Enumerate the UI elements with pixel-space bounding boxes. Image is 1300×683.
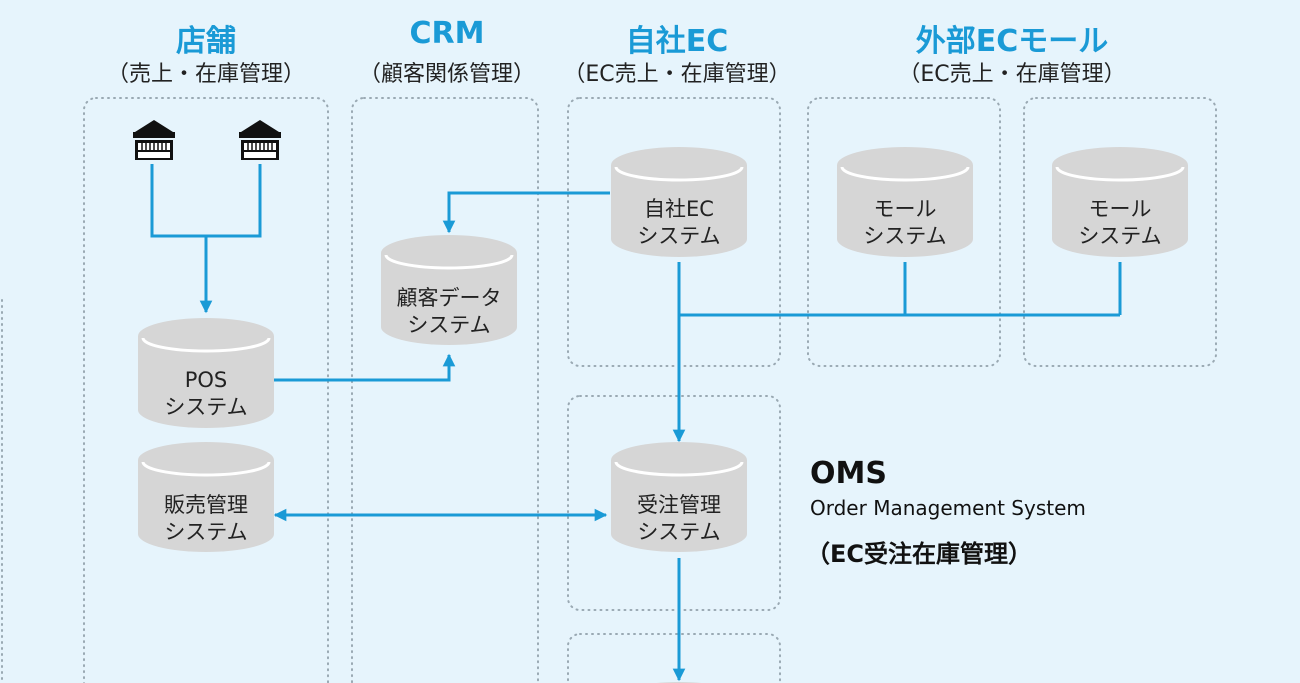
own-ec-system-label: 自社EC システム bbox=[637, 196, 720, 250]
own-ec-system-line2: システム bbox=[637, 224, 721, 248]
sales-mgmt-system-line1: 販売管理 bbox=[164, 493, 248, 517]
store-to-pos-connector bbox=[150, 164, 262, 238]
own-ec-column-subtitle: （EC売上・在庫管理） bbox=[563, 62, 791, 87]
own-ec-to-customer-arrow bbox=[442, 191, 610, 234]
oms-title: OMS bbox=[810, 456, 887, 491]
pos-system-label: POS システム bbox=[164, 367, 247, 421]
order-mgmt-system-label: 受注管理 システム bbox=[637, 492, 721, 546]
mall-1-container bbox=[807, 97, 1001, 367]
mall-system-2-line2: システム bbox=[1078, 224, 1162, 248]
customer-data-system-label: 顧客データ システム bbox=[397, 285, 502, 339]
own-ec-column-title: 自社EC bbox=[625, 24, 729, 59]
store-container bbox=[83, 97, 329, 683]
mall-system-2-line1: モール bbox=[1088, 197, 1152, 221]
oms-subtitle: Order Management System bbox=[810, 496, 1086, 520]
store-column-title: 店舗 bbox=[176, 24, 236, 59]
mall-column-title: 外部ECモール bbox=[915, 24, 1109, 59]
own-ec-system-line1: 自社EC bbox=[644, 197, 714, 221]
order-mgmt-system-line2: システム bbox=[637, 520, 721, 544]
store-icon bbox=[132, 119, 176, 161]
mall-system-1-line2: システム bbox=[863, 224, 947, 248]
store-icon bbox=[238, 119, 282, 161]
store-column-subtitle: （売上・在庫管理） bbox=[106, 62, 306, 87]
crm-column-subtitle: （顧客関係管理） bbox=[358, 62, 536, 87]
oms-japanese-subtitle: （EC受注在庫管理） bbox=[806, 540, 1033, 568]
mall-2-container bbox=[1023, 97, 1217, 367]
sales-mgmt-system-line2: システム bbox=[164, 520, 248, 544]
oms-container bbox=[567, 395, 781, 611]
crm-container bbox=[351, 97, 539, 683]
mall-system-2-label: モール システム bbox=[1078, 196, 1161, 250]
customer-data-system-line1: 顧客データ bbox=[396, 286, 502, 310]
customer-data-system-line2: システム bbox=[407, 313, 491, 337]
order-mgmt-system-line1: 受注管理 bbox=[637, 493, 721, 517]
bottom-container bbox=[567, 633, 781, 683]
pos-system-line1: POS bbox=[184, 368, 228, 392]
pos-to-customer-arrow bbox=[273, 353, 456, 382]
sales-mgmt-system-label: 販売管理 システム bbox=[164, 492, 248, 546]
pos-system-line2: システム bbox=[164, 395, 248, 419]
crm-column-title: CRM bbox=[409, 16, 485, 51]
own-ec-container bbox=[567, 97, 781, 367]
mall-system-1-label: モール システム bbox=[863, 196, 946, 250]
mall-system-1-line1: モール bbox=[873, 197, 937, 221]
mall-column-subtitle: （EC売上・在庫管理） bbox=[898, 62, 1126, 87]
